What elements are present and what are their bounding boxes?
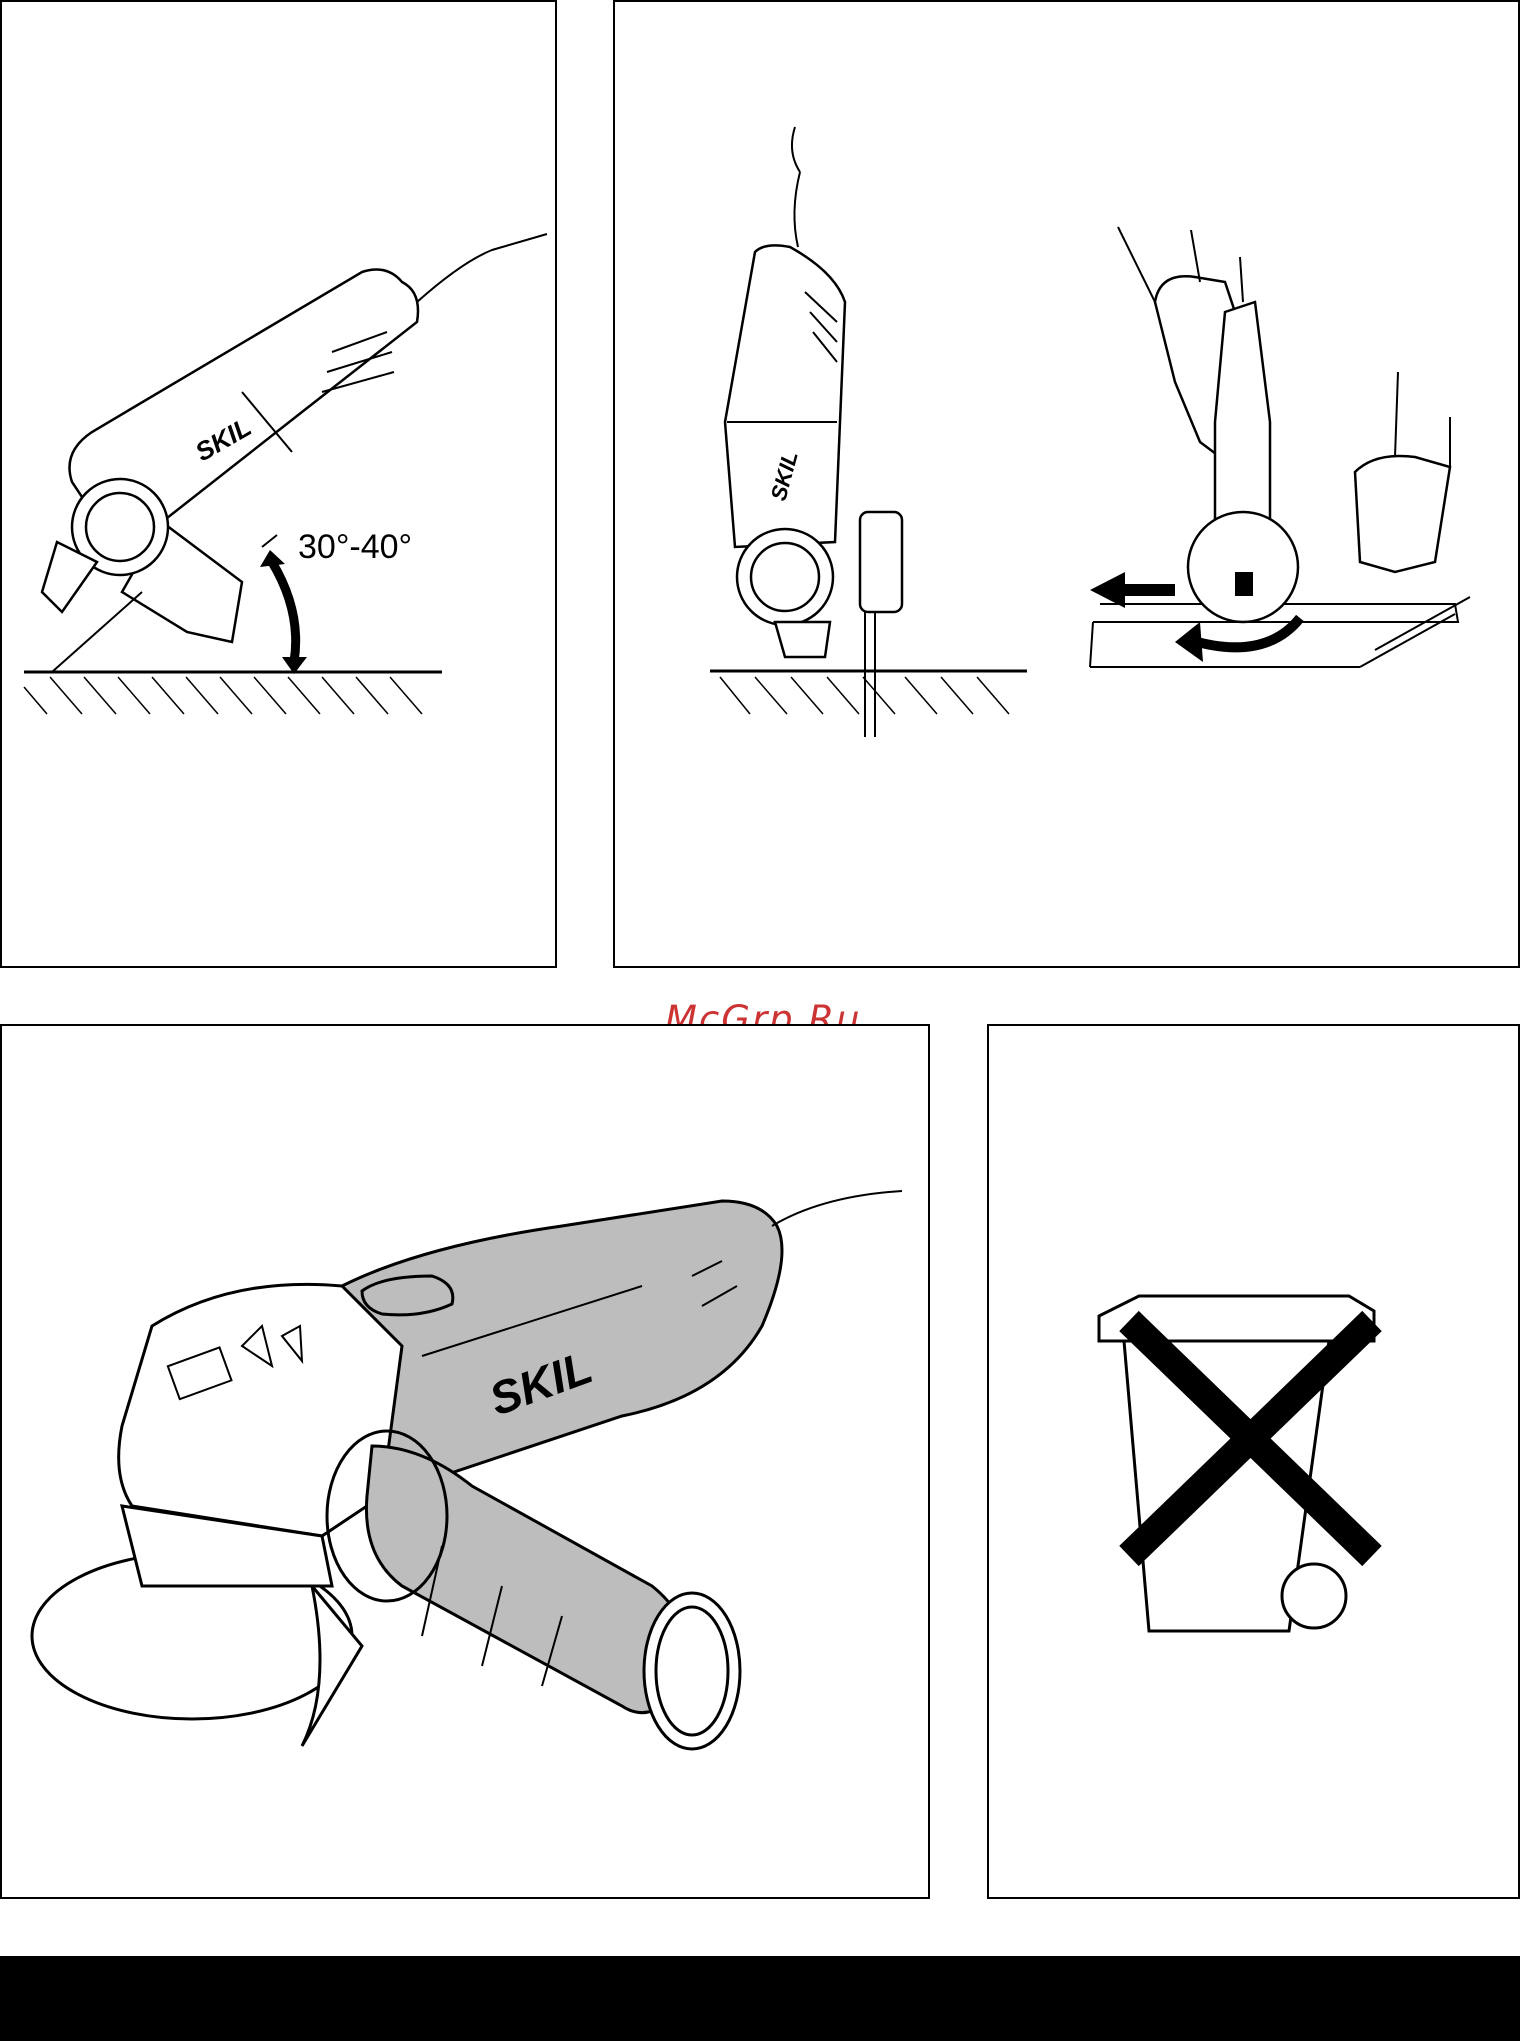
figure-grinding-angle-panel: SKIL 30°-40° bbox=[0, 0, 557, 968]
figure-cutting-panel: SKIL bbox=[613, 0, 1520, 968]
cutting-technique-illustration: SKIL bbox=[615, 2, 1520, 970]
angle-label: 30°-40° bbox=[298, 528, 412, 567]
angle-grinder-overview-illustration: SKIL bbox=[2, 1026, 932, 1901]
figure-disposal-panel bbox=[987, 1024, 1520, 1899]
footer-bar bbox=[0, 1956, 1520, 2041]
angle-grinder-angle-illustration: SKIL bbox=[2, 2, 559, 970]
figure-tool-overview-panel: SKIL bbox=[0, 1024, 930, 1899]
crossed-out-wheelie-bin-icon bbox=[989, 1026, 1520, 1901]
